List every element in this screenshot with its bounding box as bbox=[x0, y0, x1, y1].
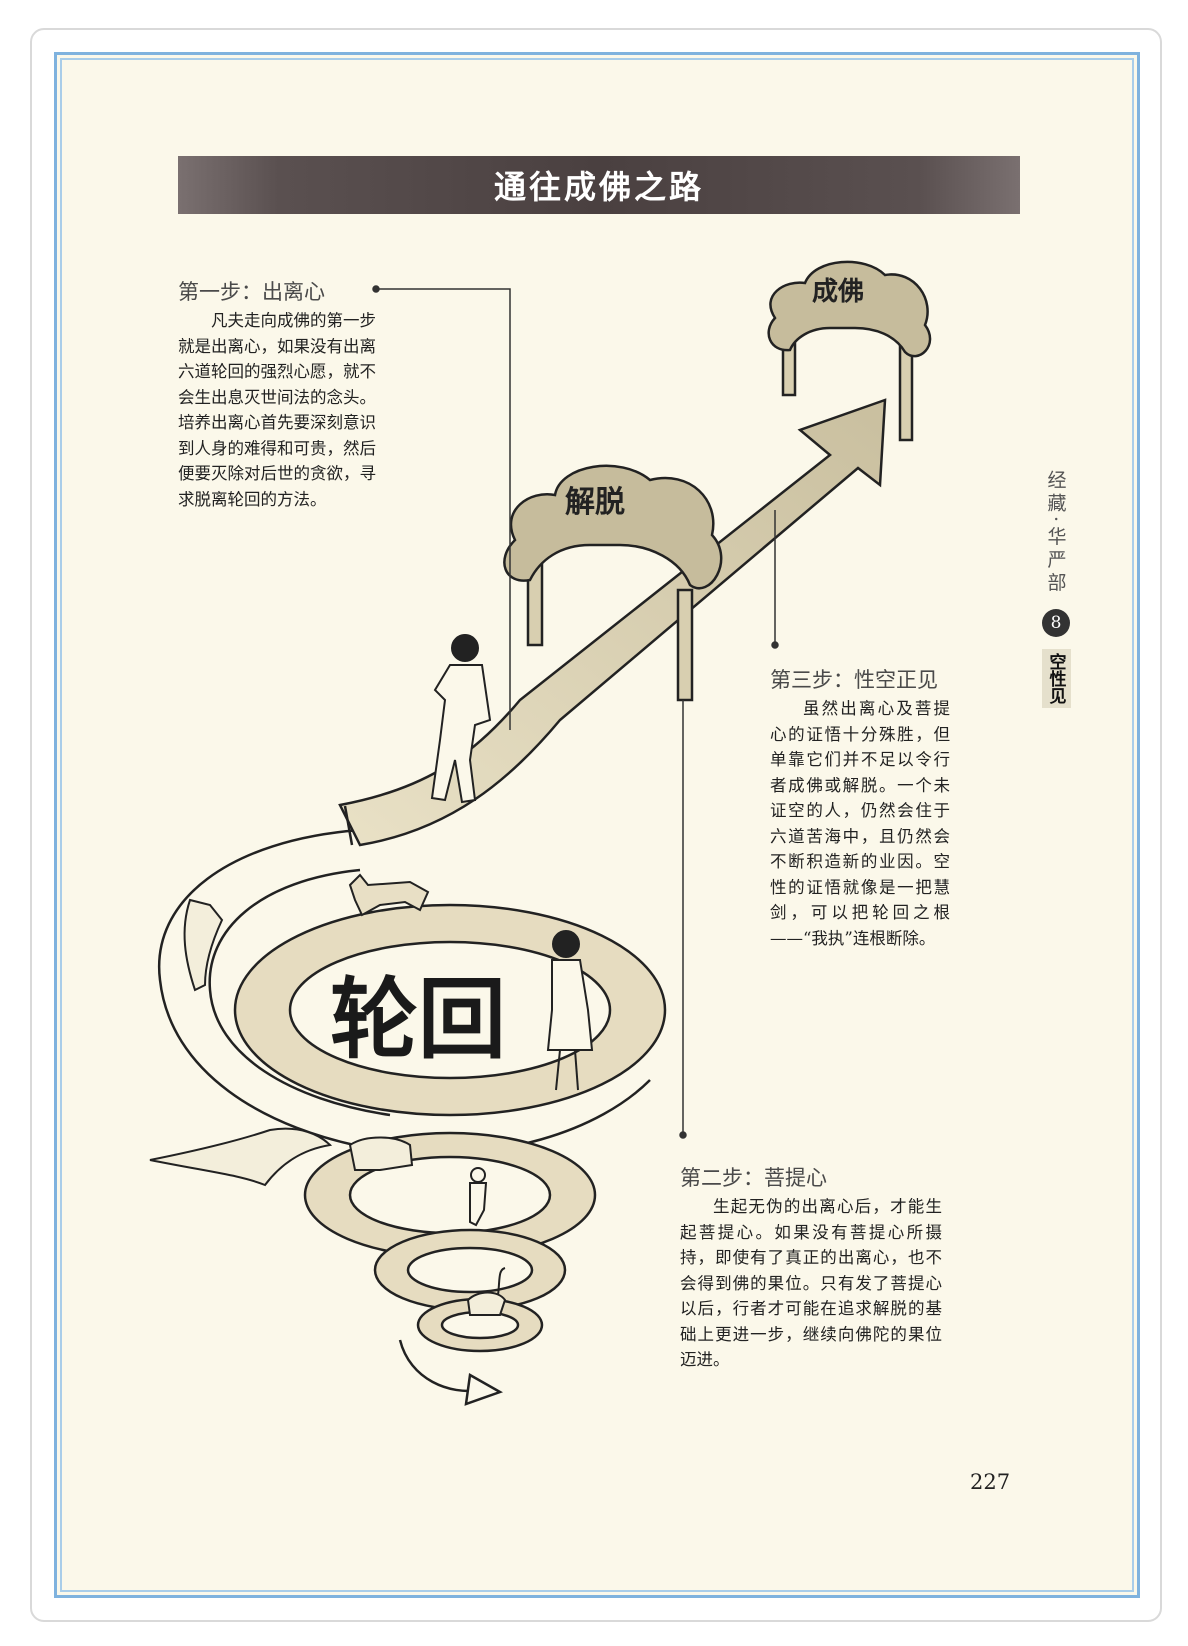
page-title: 通往成佛之路 bbox=[493, 168, 704, 206]
callout-lines bbox=[372, 285, 779, 1139]
goose-figure bbox=[466, 1267, 507, 1316]
ascending-road bbox=[338, 398, 887, 847]
book-section-label: 经藏·华严部 bbox=[1044, 470, 1067, 596]
step-2-heading: 第二步：菩提心 bbox=[680, 1166, 827, 1190]
walking-woman-figure bbox=[546, 930, 594, 1091]
spiral-road bbox=[157, 828, 667, 1406]
small-figure bbox=[469, 1167, 488, 1227]
step-3-text: 虽然出离心及菩提心的证悟十分殊胜，但单靠它们并不足以令行者成佛或解脱。一个未证空… bbox=[770, 699, 950, 948]
step-2-text: 生起无伪的出离心后，才能生起菩提心。如果没有菩提心所摄持，即使有了真正的出离心，… bbox=[680, 1197, 942, 1369]
walking-man-figure bbox=[430, 634, 492, 804]
chapter-topic: 空性见 bbox=[1041, 649, 1071, 709]
buddhahood-arch-label: 成佛 bbox=[812, 277, 864, 307]
page-border bbox=[54, 52, 1140, 1598]
ox-figure bbox=[348, 1136, 414, 1171]
liberation-arch: 解脱 bbox=[503, 464, 723, 702]
dog-figure bbox=[183, 898, 224, 992]
chapter-number: 8 bbox=[1042, 609, 1070, 638]
page-number: 227 bbox=[970, 1470, 1011, 1494]
bird-figure bbox=[149, 1127, 333, 1187]
step-1-heading: 第一步：出离心 bbox=[178, 280, 325, 304]
cat-figure bbox=[348, 873, 430, 917]
title-banner: 通往成佛之路 bbox=[178, 156, 1020, 214]
step-3-heading: 第三步：性空正见 bbox=[770, 668, 938, 692]
liberation-arch-label: 解脱 bbox=[565, 485, 625, 520]
buddhahood-arch: 成佛 bbox=[767, 260, 932, 442]
step-1-text: 凡夫走向成佛的第一步就是出离心，如果没有出离六道轮回的强烈心愿，就不会生出息灭世… bbox=[178, 311, 376, 509]
cycle-of-rebirth-label: 轮回 bbox=[330, 968, 506, 1071]
side-tab: 经藏·华严部 8 空性见 bbox=[1040, 470, 1072, 709]
